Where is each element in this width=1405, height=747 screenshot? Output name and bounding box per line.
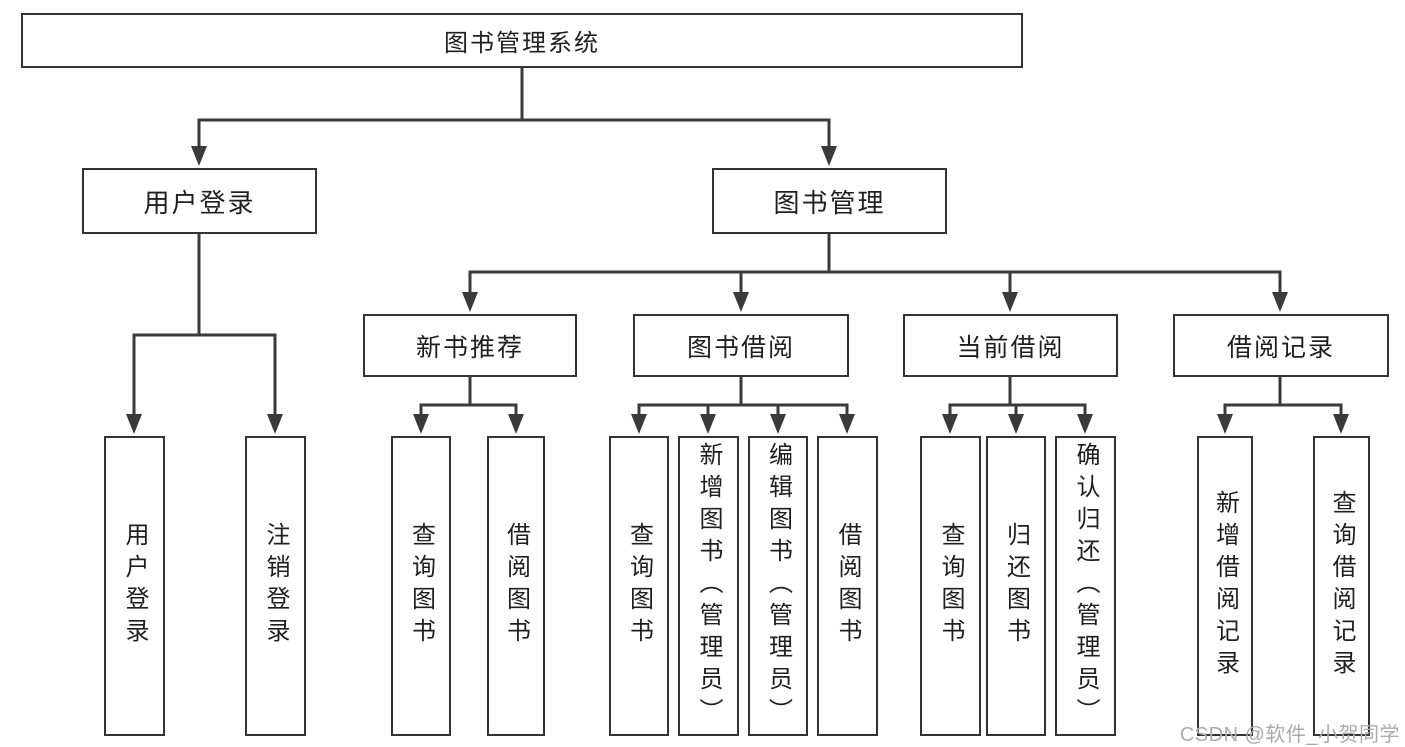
node-leaf-user-login: 用户登录 bbox=[104, 436, 165, 736]
node-leaf-query-books-borrowing: 查询图书 bbox=[609, 436, 669, 736]
node-leaf-add-borrow-record: 新增借阅记录 bbox=[1197, 436, 1253, 736]
node-leaf-query-borrow-record: 查询借阅记录 bbox=[1313, 436, 1370, 736]
node-leaf-edit-books-admin: 编辑图书（管理员） bbox=[748, 436, 808, 736]
node-leaf-query-books-current: 查询图书 bbox=[920, 436, 981, 736]
node-current-borrowing: 当前借阅 bbox=[903, 314, 1118, 377]
node-leaf-confirm-return-admin: 确认归还（管理员） bbox=[1055, 436, 1116, 736]
node-leaf-query-books-recommend: 查询图书 bbox=[391, 436, 451, 736]
node-borrowing-records: 借阅记录 bbox=[1173, 314, 1389, 377]
node-leaf-return-books: 归还图书 bbox=[986, 436, 1046, 736]
node-book-borrowing: 图书借阅 bbox=[633, 314, 849, 377]
node-book-management: 图书管理 bbox=[712, 168, 947, 234]
node-leaf-logout: 注销登录 bbox=[245, 436, 306, 736]
node-new-book-recommend: 新书推荐 bbox=[363, 314, 577, 377]
node-user-login: 用户登录 bbox=[82, 168, 317, 234]
node-leaf-borrow-books-borrowing: 借阅图书 bbox=[817, 436, 878, 736]
connector-path bbox=[132, 66, 1343, 422]
node-leaf-add-books-admin: 新增图书（管理员） bbox=[678, 436, 739, 736]
node-leaf-borrow-books-recommend: 借阅图书 bbox=[487, 436, 545, 736]
node-library-system: 图书管理系统 bbox=[21, 13, 1023, 68]
csdn-watermark: CSDN @软件_小贺同学 bbox=[1179, 724, 1400, 746]
